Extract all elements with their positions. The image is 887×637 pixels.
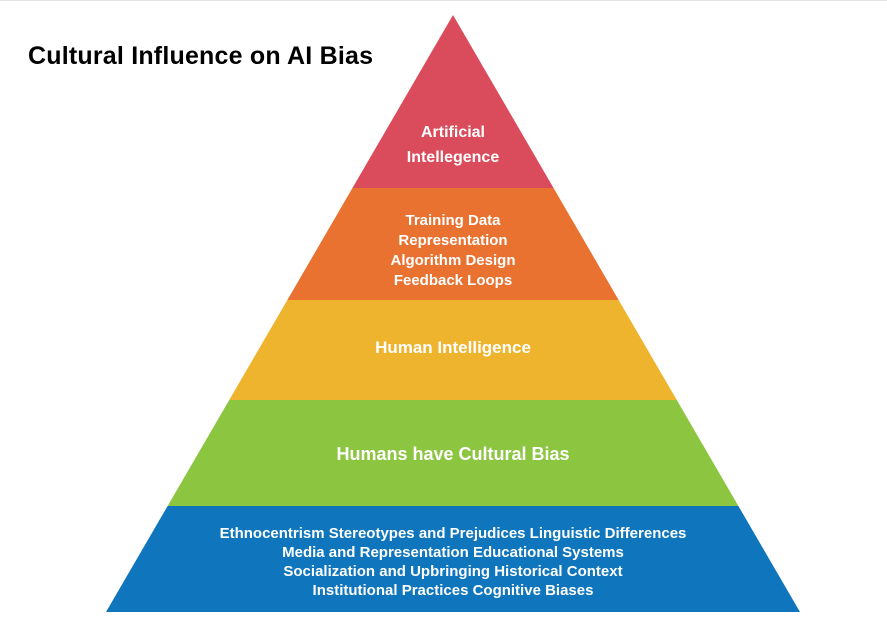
label-line: Representation xyxy=(398,232,508,249)
label-line: Humans have Cultural Bias xyxy=(336,444,570,464)
layer-label-human-intelligence: Human Intelligence xyxy=(106,338,800,358)
label-line: Intellegence xyxy=(406,149,500,166)
label-line: Human Intelligence xyxy=(375,338,531,357)
layer-label-artificial-intelligence: Artificial Intellegence xyxy=(106,120,800,170)
pyramid-layer-cultural-bias-sources xyxy=(106,506,800,612)
label-line: Feedback Loops xyxy=(393,272,513,289)
pyramid-diagram: Artificial Intellegence Training Data Re… xyxy=(106,15,800,612)
pyramid-layer-humans-cultural-bias xyxy=(106,400,800,506)
label-line: Media and Representation Educational Sys… xyxy=(282,544,624,561)
label-line: Artificial xyxy=(420,124,485,141)
label-line: Training Data xyxy=(405,212,501,229)
layer-label-ai-bias-sources: Training Data Representation Algorithm D… xyxy=(106,211,800,291)
layer-label-cultural-bias-sources: Ethnocentrism Stereotypes and Prejudices… xyxy=(106,524,800,600)
label-line: Socialization and Upbringing Historical … xyxy=(283,563,623,580)
label-line: Algorithm Design xyxy=(390,252,516,269)
label-line: Institutional Practices Cognitive Biases xyxy=(312,582,594,599)
page-title: Cultural Influence on AI Bias xyxy=(28,42,374,70)
label-line: Ethnocentrism Stereotypes and Prejudices… xyxy=(219,525,687,542)
layer-label-humans-cultural-bias: Humans have Cultural Bias xyxy=(106,443,800,465)
